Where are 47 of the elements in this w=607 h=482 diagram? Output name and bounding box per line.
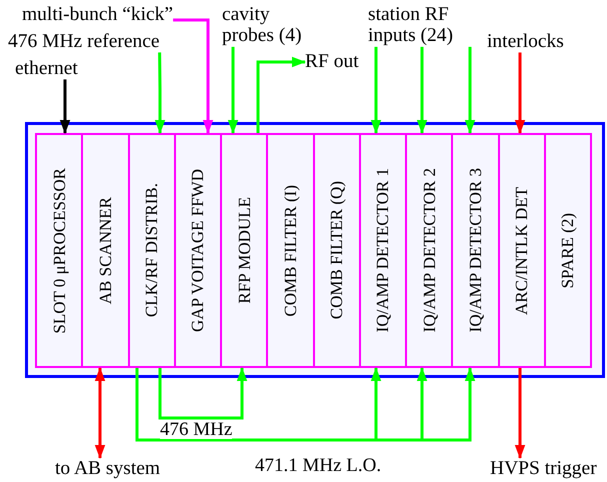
module-slot <box>451 133 500 368</box>
module-slot <box>266 133 314 368</box>
module-label: IQ/AMP DETECTOR 3 <box>466 168 484 333</box>
signal-label: HVPS trigger <box>490 458 597 480</box>
module-slot <box>35 133 84 368</box>
crate-box <box>25 122 605 378</box>
arrow <box>60 79 70 134</box>
module-slot <box>174 133 222 368</box>
module-label: GAP VOITAGE FFWD <box>189 169 206 332</box>
module-label: ARC/INTLK DET <box>513 186 530 314</box>
module-slot <box>128 133 176 368</box>
module-label: IQ/AMP DETECTOR 2 <box>420 168 438 333</box>
signal-label: multi-bunch “kick” <box>22 4 174 26</box>
module-label: SPARE (2) <box>559 212 576 288</box>
module-label: IQ/AMP DETECTOR 1 <box>374 168 392 333</box>
signal-label: ethernet <box>15 58 78 80</box>
signal-label: station RF inputs (24) <box>368 4 486 47</box>
module-slot <box>498 133 546 368</box>
module-label: COMB FILTER (Q) <box>328 181 346 320</box>
module-slot <box>220 133 268 368</box>
arrow <box>158 367 248 420</box>
module-slot <box>544 133 592 368</box>
arrow <box>173 18 214 134</box>
signal-label: interlocks <box>487 31 564 52</box>
arrow <box>464 46 476 134</box>
module-slot <box>312 133 361 368</box>
signal-label: to AB system <box>55 458 160 480</box>
arrow <box>416 46 428 134</box>
module-label: SLOT 0 μPROCESSOR <box>50 168 68 334</box>
module-label: COMB FILTER (I) <box>282 184 299 316</box>
module-slot <box>358 133 407 368</box>
signal-label: RF out <box>305 51 359 72</box>
edge-label: 476 MHz <box>160 420 232 439</box>
signal-label: cavity probes (4) <box>222 4 302 47</box>
module-label: AB SCANNER <box>96 196 114 304</box>
signal-label: 476 MHz reference <box>8 31 160 52</box>
module-slot <box>81 133 130 368</box>
module-label: RFP MODULE <box>236 197 253 304</box>
arrow <box>514 368 526 459</box>
arrow <box>154 52 166 134</box>
arrow <box>228 46 238 134</box>
arrow <box>256 56 306 133</box>
arrow <box>514 52 526 134</box>
module-slot <box>405 133 454 368</box>
arrow <box>94 367 106 459</box>
module-label: CLK/RF DISTRIB. <box>143 183 160 318</box>
arrow <box>370 46 382 134</box>
